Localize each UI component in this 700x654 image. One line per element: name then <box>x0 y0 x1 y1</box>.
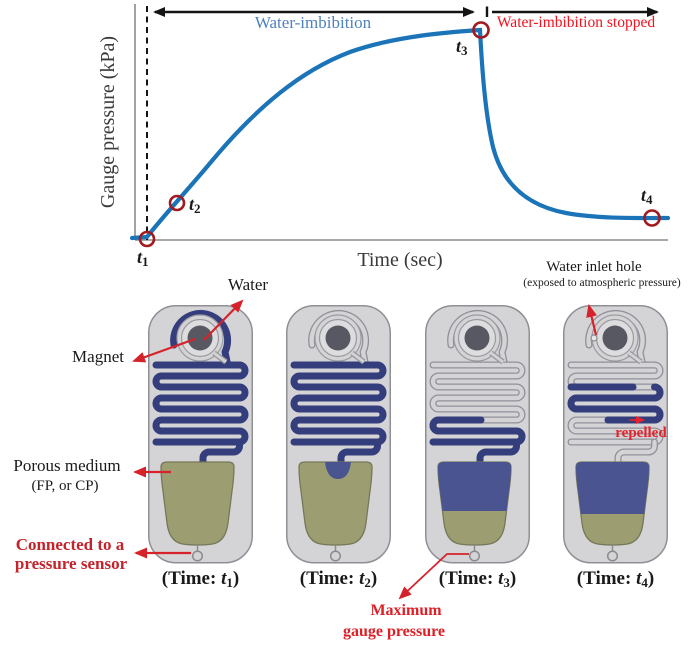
magnet-label: Magnet <box>72 347 124 366</box>
magnet-arrow <box>132 337 196 363</box>
phase-label-imbibition: Water-imbibition <box>255 13 372 32</box>
water-inlet-hole <box>590 334 598 342</box>
point-t4-label: t4 <box>641 185 653 207</box>
inlet-hole-arrow <box>586 304 598 336</box>
device-t1 <box>148 305 253 564</box>
porous-medium <box>160 461 235 546</box>
absorbed-water <box>438 462 511 511</box>
point-t4-marker <box>643 209 661 227</box>
water-front-notch <box>325 462 351 479</box>
water-label: Water <box>228 275 268 294</box>
pressure-sensor-port <box>468 550 481 562</box>
pressure-time-chart: Water-imbibition Water-imbibition stoppe… <box>97 4 671 271</box>
inlet-label-line1: Water inlet hole <box>546 259 642 275</box>
device-t3 <box>425 305 530 564</box>
porous-label-line1: Porous medium <box>13 456 120 475</box>
serpentine-water-remaining <box>429 416 526 446</box>
point-t2-label: t2 <box>189 194 201 216</box>
pressure-sensor-port <box>191 550 204 562</box>
caption-t1: (Time: t1) <box>162 568 239 590</box>
sensor-label-line2: pressure sensor <box>15 554 128 573</box>
y-axis-label: Gauge pressure (kPa) <box>97 36 119 208</box>
caption-t2: (Time: t2) <box>300 568 377 590</box>
phase-label-stopped: Water-imbibition stopped <box>497 14 655 31</box>
device-t4 <box>563 305 668 564</box>
caption-t3: (Time: t3) <box>439 568 516 590</box>
pressure-sensor-port <box>329 550 342 562</box>
point-t2-marker <box>168 194 186 212</box>
sensor-label-line1: Connected to a <box>16 535 125 554</box>
point-t3-label: t3 <box>456 36 468 58</box>
pressure-sensor-port <box>606 550 619 562</box>
device-t2 <box>286 305 391 564</box>
serpentine-water-repelled <box>567 383 664 424</box>
annotations: Water Magnet Porous medium (FP, or CP) C… <box>13 259 680 640</box>
point-t3-marker <box>472 21 490 39</box>
x-axis-label: Time (sec) <box>357 249 442 271</box>
max-pressure-label-line2: gauge pressure <box>343 623 445 640</box>
water-arrow <box>203 299 244 341</box>
point-t1-label: t1 <box>137 247 149 269</box>
pressure-curve <box>129 27 671 241</box>
inlet-label-line2: (exposed to atmospheric pressure) <box>523 277 681 289</box>
absorbed-water <box>576 462 649 514</box>
porous-label-line2: (FP, or CP) <box>31 478 98 494</box>
max-pressure-label-line1: Maximum <box>370 602 442 619</box>
max-pressure-arrow <box>398 553 469 600</box>
caption-t4: (Time: t4) <box>577 568 654 590</box>
point-t1-marker <box>138 230 156 248</box>
repelled-label: repelled <box>615 425 667 441</box>
